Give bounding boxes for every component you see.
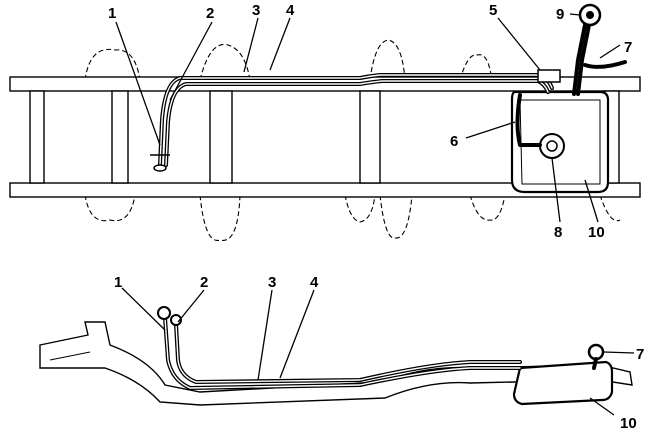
- vent-hose: [583, 60, 627, 69]
- crossmember-lobe: [199, 194, 241, 241]
- leader-7: [599, 44, 621, 59]
- leader-10: [584, 179, 599, 223]
- callout-7: 7: [624, 39, 632, 56]
- callout-1: 1: [108, 5, 116, 22]
- leader-side-3: [257, 289, 273, 381]
- filler-vent-tube: [572, 18, 588, 96]
- callout-side-1: 1: [114, 274, 122, 291]
- fuel-sender-center: [546, 140, 558, 152]
- crossmember: [209, 90, 233, 184]
- crossmember: [359, 90, 381, 184]
- callout-side-4: 4: [310, 274, 319, 291]
- crossmember-lobe: [369, 39, 406, 81]
- fuel-tank-side: [512, 360, 614, 406]
- fuel-tank-seam: [519, 99, 601, 185]
- fuel-filter: [537, 69, 561, 83]
- callout-side-10: 10: [620, 415, 637, 432]
- top-view: 1 2 3 4 5 6 7 8 9 10: [9, 2, 641, 241]
- crossmember-lobe: [379, 194, 413, 239]
- callout-2: 2: [206, 5, 214, 22]
- filler-neck-side: [592, 357, 598, 370]
- leader-9: [569, 13, 581, 16]
- leader-6: [465, 121, 516, 139]
- leader-side-10: [589, 397, 615, 416]
- crossmember: [111, 90, 129, 184]
- tank-outlet-line: [515, 93, 542, 147]
- leader-side-4: [279, 289, 315, 379]
- leader-side-1: [121, 287, 166, 331]
- leader-8: [551, 157, 561, 223]
- leader-side-2: [177, 289, 205, 323]
- crossmember-lobe: [199, 43, 251, 81]
- callout-side-3: 3: [268, 274, 276, 291]
- crossmember: [29, 90, 45, 184]
- callout-side-2: 2: [200, 274, 208, 291]
- leader-5: [497, 17, 541, 71]
- leader-side-7: [603, 351, 635, 354]
- crossmember-lobe: [469, 194, 506, 221]
- crossmember-lobe: [599, 194, 621, 222]
- crossmember-lobe: [84, 194, 136, 222]
- line-end-fitting: [170, 314, 182, 326]
- filler-neck: [576, 18, 592, 96]
- crossmember-lobe: [344, 194, 376, 223]
- line-fitting: [153, 164, 167, 172]
- callout-6: 6: [450, 133, 458, 150]
- callout-side-7: 7: [636, 346, 644, 363]
- leader-1: [115, 21, 161, 146]
- callout-10: 10: [588, 224, 605, 241]
- frame-rail-lower: [9, 182, 641, 198]
- crossmember-lobe: [459, 54, 493, 81]
- side-view: 1 2 3 4 7 10: [39, 274, 644, 432]
- callout-8: 8: [554, 224, 562, 241]
- callout-4: 4: [286, 2, 295, 19]
- filler-cap-side: [587, 343, 605, 361]
- callout-5: 5: [489, 2, 497, 19]
- filler-cap-center: [586, 11, 594, 19]
- callout-3: 3: [252, 2, 260, 19]
- frame-side-profile: [39, 321, 633, 406]
- leader-2: [169, 21, 213, 101]
- callout-9: 9: [556, 6, 564, 23]
- crossmember-lobe: [84, 48, 141, 81]
- line-end-fitting: [157, 306, 171, 320]
- leader-4: [269, 17, 291, 71]
- leader-3: [243, 17, 259, 73]
